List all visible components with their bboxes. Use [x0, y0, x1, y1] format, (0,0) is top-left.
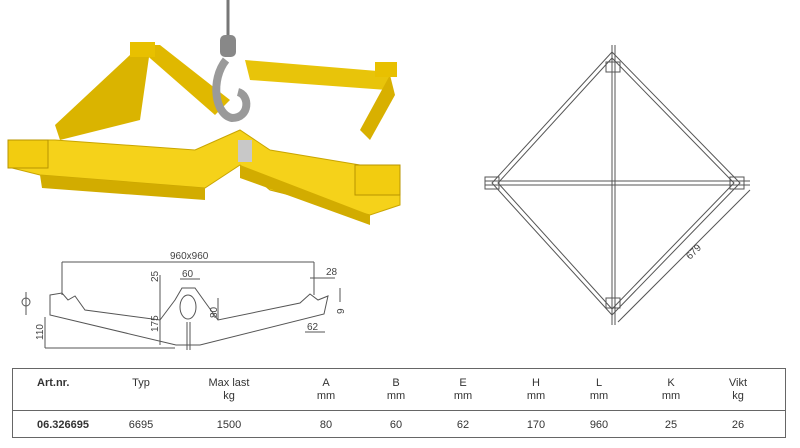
table-divider — [13, 410, 785, 411]
hook — [212, 57, 251, 123]
dim-28: 28 — [326, 267, 338, 278]
side-view-drawing: 960x960 25 60 80 175 110 28 9 62 — [21, 251, 347, 350]
cell-h: 170 — [526, 419, 546, 431]
top-view-drawing: 679 — [484, 45, 751, 325]
cell-vikt: 26 — [731, 419, 745, 431]
dim-diagonal: 679 — [684, 242, 704, 262]
cell-max-last: 1500 — [216, 419, 242, 431]
dim-110: 110 — [35, 324, 46, 340]
cell-e: 62 — [456, 419, 470, 431]
dim-overall: 960x960 — [170, 251, 209, 262]
cell-k: 25 — [664, 419, 678, 431]
cell-art-nr: 06.326695 — [37, 419, 89, 431]
lifting-frame-photo — [7, 0, 401, 225]
dim-9: 9 — [336, 308, 347, 314]
dim-25: 25 — [150, 270, 161, 282]
plate — [238, 140, 252, 162]
dim-62: 62 — [307, 322, 319, 333]
dim-175: 175 — [150, 315, 161, 332]
cell-l: 960 — [589, 419, 609, 431]
swivel — [220, 35, 236, 57]
header-typ: Typ — [132, 377, 150, 389]
dim-80: 80 — [209, 306, 220, 318]
cell-typ: 6695 — [128, 419, 154, 431]
header-art-nr: Art.nr. — [37, 377, 70, 389]
dim-60: 60 — [182, 269, 194, 280]
cell-a: 80 — [319, 419, 333, 431]
cell-b: 60 — [389, 419, 403, 431]
